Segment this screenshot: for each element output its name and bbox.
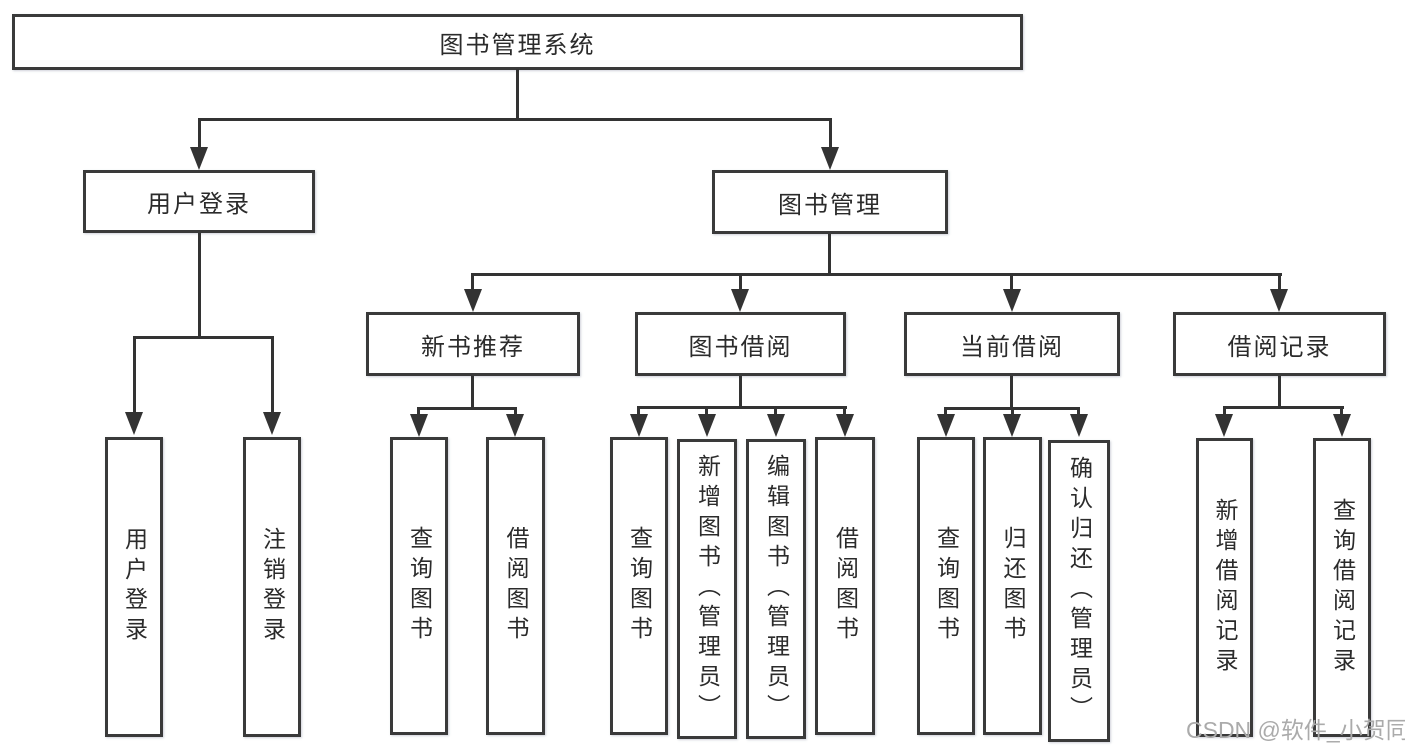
node-label: 当前借阅: [960, 333, 1064, 361]
arrowhead-down-icon: [1333, 414, 1351, 437]
node-label: 图书借阅: [688, 333, 793, 361]
connector-line: [705, 406, 708, 414]
arrowhead-down-icon: [190, 147, 208, 170]
node-root: 图书管理系统: [12, 14, 1023, 70]
arrowhead-down-icon: [767, 414, 785, 437]
leaf-query-books-3: 查询图书: [917, 437, 975, 735]
arrowhead-down-icon: [821, 147, 839, 170]
arrowhead-down-icon: [263, 412, 281, 435]
connector-line: [739, 376, 742, 406]
connector-line: [516, 69, 519, 118]
arrowhead-down-icon: [698, 414, 716, 437]
node-book-borrowing: 图书借阅: [635, 312, 846, 376]
leaf-add-borrow-record: 新增借阅记录: [1196, 438, 1253, 737]
connector-line: [471, 273, 474, 289]
arrowhead-down-icon: [410, 414, 428, 437]
connector-line: [829, 118, 832, 150]
leaf-return-books: 归还图书: [983, 437, 1042, 735]
connector-line: [417, 407, 420, 414]
node-label: 借阅记录: [1227, 333, 1332, 361]
connector-line: [271, 336, 274, 412]
connector-line: [637, 406, 640, 414]
connector-line: [828, 234, 831, 273]
connector-line: [739, 273, 742, 289]
leaf-label: 注销登录: [259, 527, 286, 647]
connector-line: [1077, 407, 1080, 414]
connector-line: [1010, 273, 1013, 289]
node-new-book-recommendation: 新书推荐: [366, 312, 580, 376]
leaf-label: 查询图书: [406, 526, 433, 646]
leaf-label: 借阅图书: [832, 526, 859, 646]
arrowhead-down-icon: [731, 289, 749, 312]
connector-line: [1223, 406, 1226, 414]
connector-line: [514, 407, 517, 414]
node-label: 新书推荐: [421, 333, 525, 361]
leaf-confirm-return-admin: 确认归还（管理员）: [1048, 440, 1110, 742]
leaf-label: 编辑图书（管理员）: [763, 454, 790, 724]
csdn-watermark: CSDN @软件_小贺同学: [1186, 717, 1405, 743]
connector-line: [1278, 273, 1281, 289]
connector-line: [471, 376, 474, 407]
leaf-label: 新增图书（管理员）: [694, 454, 721, 724]
leaf-query-books-1: 查询图书: [390, 437, 448, 735]
leaf-add-books-admin: 新增图书（管理员）: [677, 439, 737, 739]
node-book-management-label: 图书管理: [778, 191, 882, 219]
node-root-label: 图书管理系统: [439, 31, 596, 59]
leaf-edit-books-admin: 编辑图书（管理员）: [746, 439, 806, 739]
leaf-label: 用户登录: [121, 527, 148, 647]
connector-line: [417, 407, 517, 410]
leaf-query-books-2: 查询图书: [610, 437, 668, 735]
arrowhead-down-icon: [836, 414, 854, 437]
connector-line: [1010, 376, 1013, 407]
node-borrowing-records: 借阅记录: [1173, 312, 1386, 376]
connector-line: [1340, 406, 1343, 414]
arrowhead-down-icon: [1215, 414, 1233, 437]
connector-line: [1011, 407, 1014, 414]
leaf-borrow-books-2: 借阅图书: [815, 437, 875, 735]
connector-line: [133, 336, 136, 412]
arrowhead-down-icon: [1003, 289, 1021, 312]
connector-line: [472, 273, 1282, 276]
arrowhead-down-icon: [937, 414, 955, 437]
leaf-label: 归还图书: [1000, 526, 1026, 646]
leaf-label: 确认归还（管理员）: [1066, 456, 1093, 726]
leaf-user-login: 用户登录: [105, 437, 163, 737]
leaf-logout: 注销登录: [243, 437, 301, 737]
connector-line: [198, 118, 832, 121]
connector-line: [1223, 406, 1344, 409]
arrowhead-down-icon: [1070, 414, 1088, 437]
connector-line: [198, 233, 201, 336]
node-current-borrowing: 当前借阅: [904, 312, 1120, 376]
connector-line: [637, 406, 847, 409]
arrowhead-down-icon: [125, 412, 143, 435]
node-user-login-label: 用户登录: [147, 191, 251, 218]
connector-line: [843, 406, 846, 414]
node-user-login: 用户登录: [83, 170, 315, 233]
leaf-query-borrow-record: 查询借阅记录: [1313, 438, 1371, 737]
connector-line: [1278, 376, 1281, 406]
leaf-label: 借阅图书: [503, 526, 529, 646]
arrowhead-down-icon: [630, 414, 648, 437]
connector-line: [133, 336, 274, 339]
arrowhead-down-icon: [506, 414, 524, 437]
leaf-label: 查询图书: [933, 526, 960, 646]
leaf-borrow-books-1: 借阅图书: [486, 437, 545, 735]
leaf-label: 查询借阅记录: [1329, 497, 1356, 678]
leaf-label: 查询图书: [626, 526, 653, 646]
arrowhead-down-icon: [1003, 414, 1021, 437]
node-book-management: 图书管理: [712, 170, 948, 234]
connector-line: [944, 407, 947, 414]
leaf-label: 新增借阅记录: [1212, 497, 1238, 678]
arrowhead-down-icon: [1270, 289, 1288, 312]
arrowhead-down-icon: [464, 289, 482, 312]
connector-line: [198, 118, 201, 150]
connector-line: [774, 406, 777, 414]
